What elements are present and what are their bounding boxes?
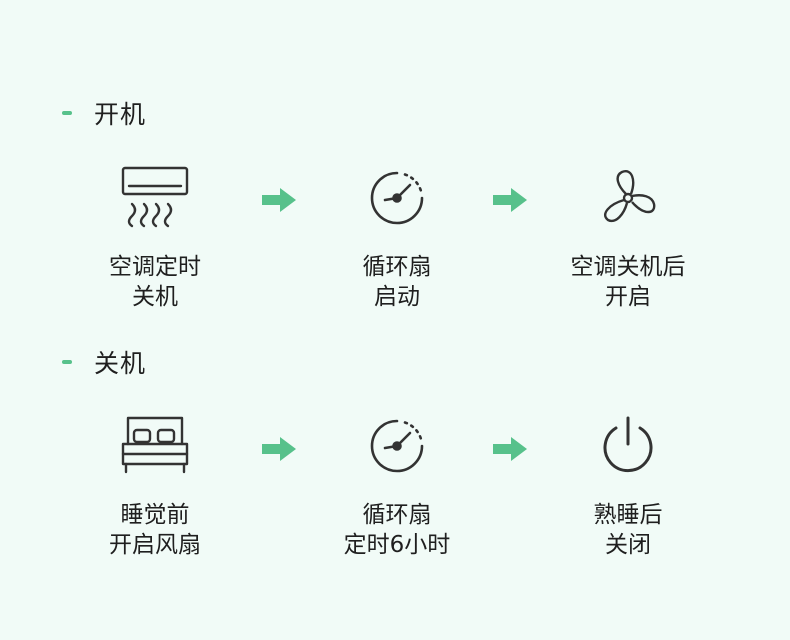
section-marker [62, 360, 72, 364]
step-label-line1: 循环扇 [362, 502, 432, 528]
arrow-right-icon [262, 437, 296, 461]
bed-icon [121, 416, 189, 474]
step-fan-start: 循环扇 启动 [302, 166, 492, 312]
step-label-line2: 启动 [374, 284, 420, 310]
step-label-line2: 关机 [132, 284, 178, 310]
air-conditioner-icon [121, 166, 189, 228]
step-label-line1: 熟睡后 [593, 502, 663, 528]
section-title: 关机 [94, 349, 147, 378]
step-label-line2: 关闭 [605, 532, 651, 558]
arrow-right-icon [493, 188, 527, 212]
step-label-line1: 睡觉前 [120, 502, 190, 528]
fan-icon [603, 170, 656, 223]
step-label-line1: 空调关机后 [570, 254, 686, 280]
step-fan-on-before-sleep: 睡觉前 开启风扇 [60, 414, 250, 560]
arrow-right-icon [493, 437, 527, 461]
arrow-right-icon [262, 188, 296, 212]
timer-icon [370, 419, 424, 473]
step-label-line2: 定时6小时 [343, 532, 451, 558]
step-label-line1: 循环扇 [362, 254, 432, 280]
step-fan-on-after-ac-off: 空调关机后 开启 [533, 166, 723, 312]
step-label-line1: 空调定时 [109, 254, 201, 280]
section-marker [62, 111, 72, 115]
section-title: 开机 [94, 100, 147, 129]
step-label-line2: 开启风扇 [109, 532, 201, 558]
power-icon [603, 416, 653, 473]
step-ac-timer-off: 空调定时 关机 [60, 166, 250, 312]
section-header-power-on: 开机 [62, 95, 146, 131]
step-label-line2: 开启 [605, 284, 651, 310]
timer-icon [370, 171, 424, 225]
step-fan-off-after-sleep: 熟睡后 关闭 [533, 414, 723, 560]
step-fan-timer-6h: 循环扇 定时6小时 [302, 414, 492, 560]
section-header-power-off: 关机 [62, 344, 146, 380]
